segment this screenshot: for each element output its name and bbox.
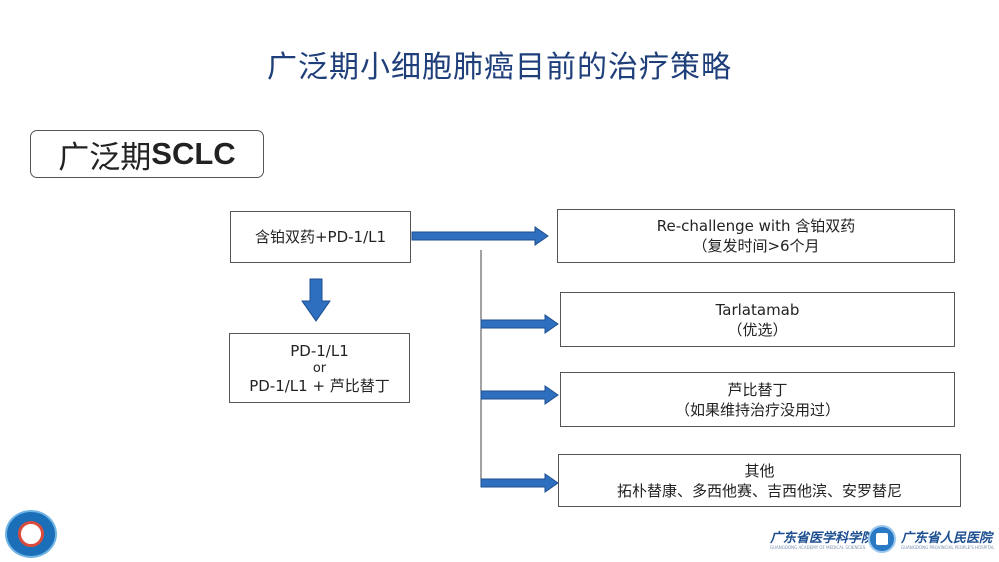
option-2-line1: Tarlatamab [715, 300, 800, 319]
hospital-name-en: GUANGDONG PROVINCIAL PEOPLE'S HOSPITAL [901, 545, 995, 550]
option-3-line2: （如果维持治疗没用过） [674, 400, 840, 419]
left-logo-icon [5, 510, 57, 558]
stage-bold: SCLC [151, 136, 236, 171]
option-4-line2: 拓朴替康、多西他赛、吉西他滨、安罗替尼 [616, 481, 902, 500]
academy-name-en: GUANGDONG ACADEMY OF MEDICAL SCIENCES [770, 545, 866, 550]
option-box-2: Tarlatamab （优选） [560, 292, 955, 347]
hospital-name: 广东省人民医院 [901, 531, 993, 546]
arrow-first-line-right [411, 226, 549, 246]
first-line-text: 含铂双药+PD-1/L1 [254, 228, 387, 246]
maintenance-line1: PD-1/L1 [290, 341, 349, 360]
academy-name: 广东省医学科学院 [770, 531, 875, 546]
option-box-4: 其他 拓朴替康、多西他赛、吉西他滨、安罗替尼 [558, 454, 961, 507]
maintenance-line2: or [312, 360, 327, 376]
arrow-to-option-2 [480, 314, 559, 334]
page-title: 广泛期小细胞肺癌目前的治疗策略 [267, 50, 732, 85]
stage-prefix: 广泛期 [58, 139, 152, 176]
option-box-3: 芦比替丁 （如果维持治疗没用过） [560, 372, 955, 427]
arrow-to-option-4 [480, 473, 559, 493]
maintenance-box: PD-1/L1 or PD-1/L1 + 芦比替丁 [229, 333, 410, 403]
option-2-line2: （优选） [727, 320, 788, 339]
option-4-line1: 其他 [744, 461, 775, 480]
option-1-line2: （复发时间>6个月 [692, 237, 820, 255]
maintenance-line3: PD-1/L1 + 芦比替丁 [249, 376, 390, 395]
option-1-line1: Re-challenge with 含铂双药 [656, 217, 856, 235]
arrow-down-to-maintenance [301, 278, 331, 322]
option-box-1: Re-challenge with 含铂双药 （复发时间>6个月 [557, 209, 955, 263]
option-3-line1: 芦比替丁 [727, 380, 788, 399]
hospital-logo-icon [868, 525, 896, 553]
first-line-box: 含铂双药+PD-1/L1 [230, 211, 411, 263]
arrow-to-option-3 [480, 385, 559, 405]
